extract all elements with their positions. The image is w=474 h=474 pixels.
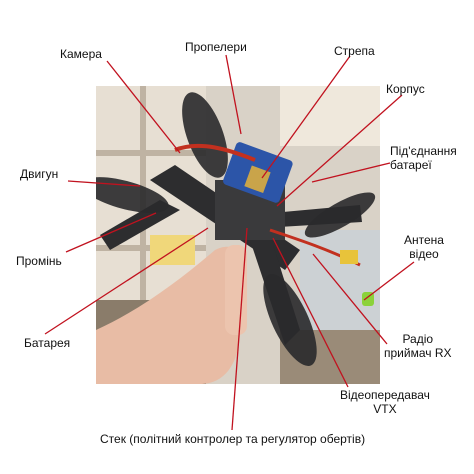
- label-vtx-line1: Відеопередавач: [340, 388, 430, 402]
- label-rx-line1: Радіо: [402, 332, 434, 346]
- leader-frame: [276, 94, 403, 207]
- label-battery: Батарея: [24, 336, 71, 350]
- propellers: [96, 92, 376, 366]
- hand: [96, 246, 242, 384]
- label-battery-connection-line2: батареї: [390, 158, 432, 172]
- label-camera: Камера: [60, 47, 102, 61]
- strap: [244, 165, 271, 194]
- label-rx-line2: приймач RX: [384, 346, 452, 360]
- leader-rx: [312, 253, 388, 345]
- rx-antenna-tip: [362, 292, 374, 306]
- leader-camera: [106, 60, 181, 154]
- shelf-item: [150, 235, 195, 265]
- leader-motor: [67, 180, 141, 187]
- leader-vtx: [272, 237, 349, 388]
- leader-arm: [65, 212, 157, 253]
- label-motor: Двигун: [20, 167, 59, 181]
- plastic-box: [300, 230, 380, 330]
- xt60-connector: [340, 250, 358, 264]
- leader-battery: [44, 227, 209, 335]
- label-propellers: Пропелери: [185, 40, 247, 54]
- label-battery-connection-line1: Під'єднання: [390, 144, 457, 158]
- label-arm: Промінь: [16, 254, 62, 268]
- label-rx: Радіо приймач RX: [384, 332, 452, 360]
- label-video-antenna-line2: відео: [409, 247, 439, 261]
- label-stack: Стек (політний контролер та регулятор об…: [100, 432, 366, 446]
- leader-propellers: [225, 54, 242, 135]
- label-video-antenna: Антена відео: [404, 233, 444, 261]
- label-video-antenna-line1: Антена: [404, 233, 444, 247]
- label-vtx: Відеопередавач VTX: [340, 388, 430, 416]
- label-strap: Стрепа: [334, 44, 375, 58]
- leader-battery-connection: [311, 162, 391, 183]
- label-battery-connection: Під'єднання батареї: [390, 144, 457, 172]
- label-frame: Корпус: [386, 82, 425, 96]
- leader-video-antenna: [363, 261, 415, 301]
- leader-strap: [261, 55, 351, 179]
- leader-stack: [231, 227, 248, 431]
- label-vtx-line2: VTX: [373, 402, 397, 416]
